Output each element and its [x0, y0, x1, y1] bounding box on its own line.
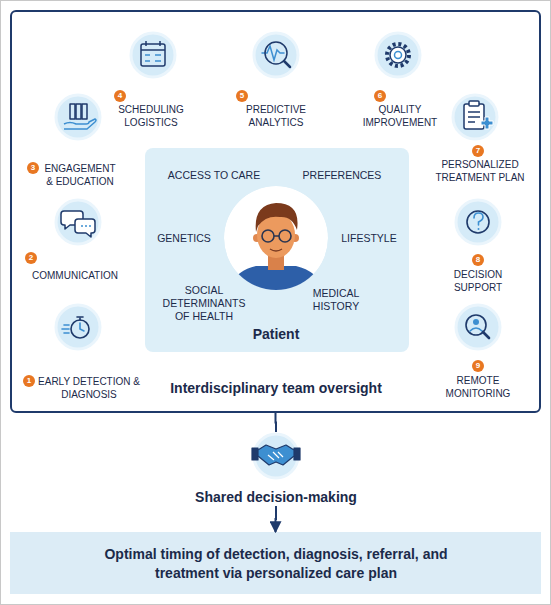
circle-fill — [254, 33, 298, 77]
patient-factor: ACCESS TO CARE — [159, 169, 269, 182]
outcome-box: Optimal timing of detection, diagnosis, … — [10, 532, 541, 594]
flow-connector — [275, 413, 278, 432]
circle-outline — [54, 93, 102, 141]
feature-circle: 1EARLY DETECTION & DIAGNOSIS — [54, 303, 102, 351]
patient-heading: Patient — [216, 326, 336, 343]
feature-circle: 6QUALITY IMPROVEMENT — [374, 31, 422, 79]
circle-outline — [129, 31, 177, 79]
circle-fill — [56, 95, 100, 139]
frame-heading: Interdisciplinary team oversight — [126, 380, 426, 397]
patient-factor: PREFERENCES — [292, 169, 392, 182]
patient-factor: MEDICAL HISTORY — [301, 287, 371, 313]
feature-circle: 5PREDICTIVE ANALYTICS — [252, 31, 300, 79]
callout-number: 6 — [374, 90, 386, 102]
callout-number: 5 — [236, 90, 248, 102]
step-label: Shared decision-making — [186, 489, 366, 506]
circle-fill — [56, 305, 100, 349]
feature-label: PREDICTIVE ANALYTICS — [236, 103, 316, 129]
callout-number: 1 — [23, 375, 35, 387]
callout-number: 7 — [472, 145, 484, 157]
patient-factor: LIFESTYLE — [334, 232, 404, 245]
circle-outline — [54, 303, 102, 351]
outcome-text: Optimal timing of detection, diagnosis, … — [100, 545, 452, 583]
circle-fill — [254, 434, 298, 478]
patient-factor: GENETICS — [144, 232, 224, 245]
feature-circle: 2COMMUNICATION — [54, 198, 102, 246]
circle-outline — [54, 198, 102, 246]
feature-label: PERSONALIZED TREATMENT PLAN — [433, 158, 527, 184]
shared-decision-circle: Shared decision-making — [186, 432, 366, 506]
circle-fill — [131, 33, 175, 77]
patient-panel: ACCESS TO CARE PREFERENCES GENETICS LIFESTY… — [145, 148, 409, 352]
flow-connector — [275, 506, 278, 532]
circle-fill — [376, 33, 420, 77]
circle-fill — [453, 95, 497, 139]
feature-circle: 7PERSONALIZED TREATMENT PLAN — [451, 93, 499, 141]
feature-circle: 4SCHEDULING LOGISTICS — [129, 31, 177, 79]
feature-label: SCHEDULING LOGISTICS — [111, 103, 191, 129]
feature-circle: 3ENGAGEMENT & EDUCATION — [54, 93, 102, 141]
circle-fill — [456, 305, 500, 349]
circle-outline — [454, 198, 502, 246]
callout-number: 9 — [472, 360, 484, 372]
feature-circle: 9REMOTE MONITORING — [454, 303, 502, 351]
circle-fill — [56, 200, 100, 244]
callout-number: 3 — [27, 162, 39, 174]
team-oversight-frame: Interdisciplinary team oversight 1EARLY D… — [10, 10, 541, 413]
feature-label: DECISION SUPPORT — [443, 268, 513, 294]
feature-label: EARLY DETECTION & DIAGNOSIS — [27, 375, 151, 401]
feature-label: COMMUNICATION — [20, 269, 130, 282]
callout-number: 4 — [114, 90, 126, 102]
feature-label: REMOTE MONITORING — [438, 374, 518, 400]
feature-label: ENGAGEMENT & EDUCATION — [43, 162, 118, 188]
circle-outline — [252, 31, 300, 79]
circle-fill — [456, 200, 500, 244]
callout-number: 2 — [25, 252, 37, 264]
feature-label: QUALITY IMPROVEMENT — [357, 103, 443, 129]
feature-circle: 8DECISION SUPPORT — [454, 198, 502, 246]
callout-number: 8 — [472, 254, 484, 266]
circle-outline — [374, 31, 422, 79]
circle-outline — [454, 303, 502, 351]
patient-factor: SOCIAL DETERMINANTS OF HEALTH — [159, 284, 249, 323]
circle-outline — [451, 93, 499, 141]
